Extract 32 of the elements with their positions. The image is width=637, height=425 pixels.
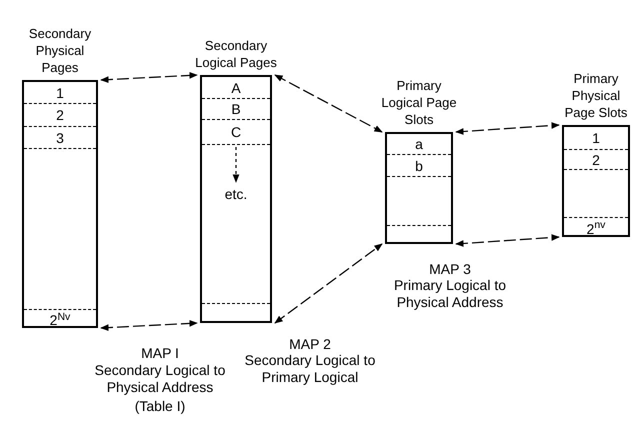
page-slot: C (202, 120, 270, 145)
map-label: Secondary Logical to Primary Logical (244, 352, 376, 386)
map-label: Secondary Logical to Physical Address (94, 362, 226, 396)
map-label: (Table I) (134, 398, 186, 415)
arrow (232, 147, 240, 183)
table-heading: Primary Logical Page Slots (380, 77, 458, 129)
page-slot: 2$^{Nv}$ (24, 309, 96, 330)
arrow (100, 320, 198, 331)
page-slot: 1 (564, 127, 628, 150)
arrow (100, 72, 198, 83)
page-slot: B (202, 99, 270, 120)
map-label: MAP 3 (428, 261, 472, 278)
arrow (455, 234, 560, 247)
table-heading: Secondary Physical Pages (28, 25, 92, 77)
table-heading: Primary Physical Page Slots (564, 70, 628, 122)
arrow (274, 74, 383, 133)
page-slot: 2$^{nv}$ (564, 217, 628, 239)
page-slot: 3 (24, 127, 96, 149)
page-slot: 2 (24, 104, 96, 127)
arrow (455, 122, 560, 135)
map-label: MAP I (140, 345, 180, 362)
page-slot: 2 (564, 150, 628, 170)
page-slot: b (387, 155, 451, 177)
page-slot: 1 (24, 82, 96, 104)
page-slot: a (387, 134, 451, 155)
page-slot: A (202, 77, 270, 99)
arrow (274, 244, 383, 324)
map-label: Primary Logical to Physical Address (392, 277, 508, 311)
page-table (380, 82, 458, 244)
continuation-label: etc. (202, 185, 270, 203)
table-heading: Secondary Logical Pages (195, 37, 277, 72)
map-label: MAP 2 (288, 336, 332, 353)
